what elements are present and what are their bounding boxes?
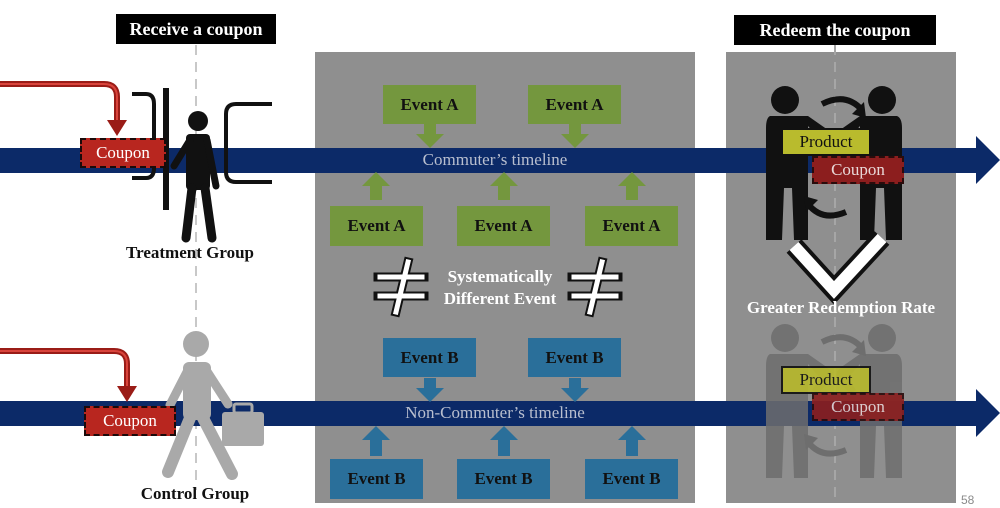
event-a-box-5: Event A [585,206,678,246]
non-commuter-timeline-label: Non-Commuter’s timeline [405,403,585,422]
event-a-box-2: Event A [528,85,621,124]
event-a-box-1: Event A [383,85,476,124]
systematic-difference-label: Systematically Different Event [420,266,580,310]
treatment-coupon: Coupon [80,138,166,168]
receive-coupon-header: Receive a coupon [116,14,276,44]
commuter-person-icon [170,111,220,243]
redeemed-coupon-top: Coupon [812,156,904,184]
product-box-bottom: Product [781,366,871,394]
systematic-line-2: Different Event [443,289,557,308]
turnstile-gate-icon [132,88,272,210]
control-coupon: Coupon [84,406,176,436]
walking-person-briefcase-icon [162,331,264,480]
page-number: 58 [961,493,975,507]
non-commuter-timeline-arrowhead [976,389,1000,437]
event-b-box-2: Event B [528,338,621,377]
event-b-box-5: Event B [585,459,678,499]
event-b-box-4: Event B [457,459,550,499]
control-redirect-arrow [0,348,137,402]
commuter-timeline-label: Commuter’s timeline [422,150,568,169]
event-b-box-1: Event B [383,338,476,377]
systematic-line-1: Systematically [447,267,553,286]
treatment-redirect-arrow [0,81,127,136]
redeemed-coupon-bottom: Coupon [812,393,904,421]
control-group-label: Control Group [140,484,250,503]
treatment-group-label: Treatment Group [126,243,254,262]
event-b-box-3: Event B [330,459,423,499]
greater-redemption-rate-label: Greater Redemption Rate [746,298,936,317]
commuter-timeline-arrowhead [976,136,1000,184]
product-box-top: Product [781,128,871,156]
event-a-box-3: Event A [330,206,423,246]
redeem-coupon-header: Redeem the coupon [734,15,936,45]
event-a-box-4: Event A [457,206,550,246]
